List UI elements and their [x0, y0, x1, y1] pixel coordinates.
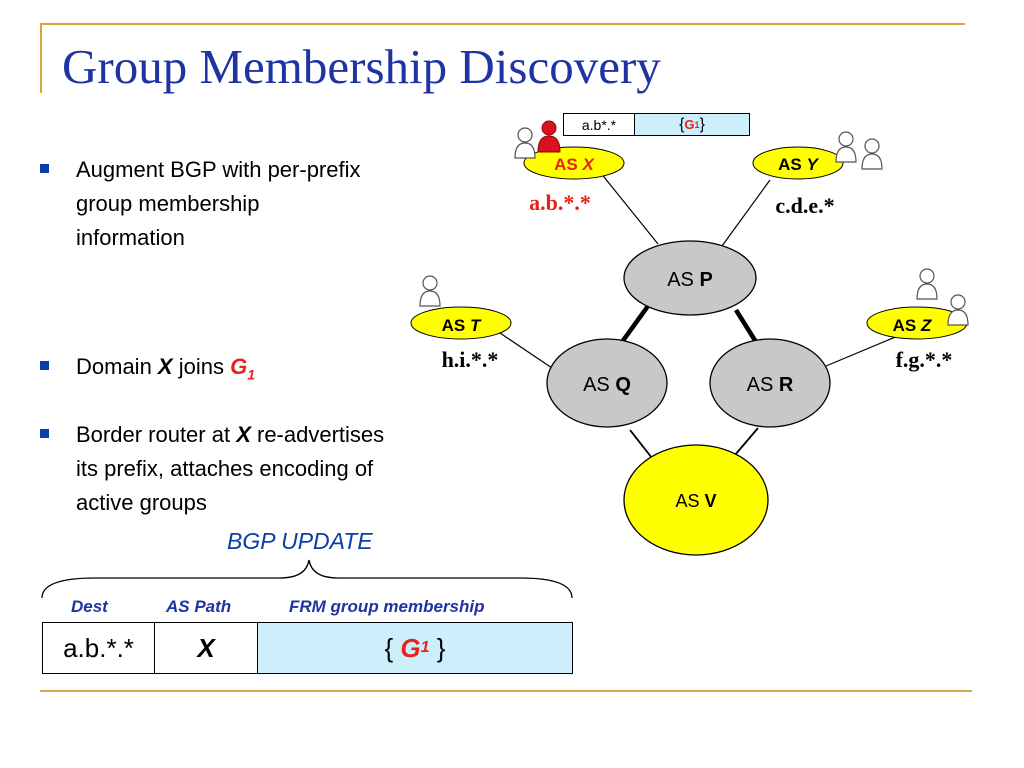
- node-as-prefix: AS: [747, 374, 774, 396]
- group-g-label: G: [230, 354, 248, 379]
- node-name: P: [699, 269, 712, 291]
- bullet-text: Domain: [76, 354, 158, 379]
- node-name: X: [582, 155, 596, 174]
- link-x-p: [599, 171, 659, 245]
- bullet-text: Border router at: [76, 422, 237, 447]
- user-icon: [947, 294, 969, 326]
- bullet-text: re-advertises: [257, 422, 385, 447]
- node-as-prefix: AS: [675, 491, 699, 511]
- svg-text:AS Z: AS Z: [893, 316, 932, 335]
- bullet-text: joins: [172, 354, 231, 379]
- link-q-v: [629, 429, 653, 459]
- node-as-x: AS X a.b.*.*: [523, 146, 625, 215]
- left-rule: [40, 23, 42, 93]
- user-icon: [916, 268, 938, 300]
- link-y-p: [721, 179, 771, 247]
- node-name: V: [705, 491, 717, 511]
- user-icon: [835, 131, 857, 163]
- col-header-dest: Dest: [71, 597, 108, 616]
- top-rule: [40, 23, 965, 25]
- prefix-label: c.d.e.*: [775, 193, 834, 218]
- svg-text:AS Y: AS Y: [778, 155, 819, 174]
- link-p-r: [734, 308, 758, 344]
- svg-text:AS Q: AS Q: [583, 374, 631, 396]
- group-g-label: G: [684, 117, 695, 132]
- svg-text:AS T: AS T: [442, 316, 482, 335]
- col-header-as-path: AS Path: [166, 597, 232, 616]
- bullet-square-icon: [40, 361, 49, 370]
- node-as-r: AS R: [709, 338, 831, 428]
- brace-icon: [41, 559, 573, 599]
- bullet-square-icon: [40, 429, 49, 438]
- bullet-domain-joins: Domain X joins G1: [40, 350, 256, 391]
- bullet-augment-bgp: Augment BGP with per-prefix group member…: [40, 153, 361, 255]
- node-as-prefix: AS: [667, 269, 694, 291]
- link-p-q: [620, 304, 650, 344]
- node-as-y: AS Y c.d.e.*: [752, 146, 844, 218]
- active-user-icon: [537, 120, 561, 153]
- brace-close: }: [699, 115, 705, 133]
- node-as-prefix: AS: [778, 155, 802, 174]
- svg-text:AS V: AS V: [675, 491, 716, 511]
- bullet-line: information: [76, 225, 185, 250]
- mini-dest-cell: a.b*.*: [564, 114, 635, 135]
- prefix-label: a.b.*.*: [529, 190, 591, 215]
- node-as-prefix: AS: [583, 374, 610, 396]
- group-g-subscript: 1: [247, 366, 256, 383]
- page-title: Group Membership Discovery: [62, 39, 661, 94]
- user-icon: [419, 275, 441, 307]
- node-as-prefix: AS: [554, 155, 578, 174]
- group-g-subscript: 1: [420, 639, 430, 656]
- cell-dest: a.b.*.*: [43, 623, 155, 673]
- bullet-border-router: Border router at X re-advertises its pre…: [40, 418, 385, 520]
- bullet-line: group membership: [76, 191, 260, 216]
- node-as-prefix: AS: [442, 316, 466, 335]
- domain-x-label: X: [236, 422, 251, 447]
- brace-open: {: [679, 115, 685, 133]
- node-as-q: AS Q: [546, 338, 668, 428]
- bgp-update-label: BGP UPDATE: [227, 528, 373, 554]
- node-name: R: [779, 374, 794, 396]
- domain-x-label: X: [157, 354, 173, 379]
- node-name: Y: [807, 155, 820, 174]
- bullet-line: its prefix, attaches encoding of: [76, 456, 374, 481]
- cell-as-path: X: [155, 623, 258, 673]
- node-as-p: AS P: [623, 240, 757, 316]
- link-z-r: [825, 332, 906, 367]
- bottom-rule: [40, 690, 972, 692]
- brace-close: }: [436, 632, 446, 663]
- user-icon: [514, 127, 536, 159]
- col-header-frm: FRM group membership: [289, 597, 485, 616]
- group-g-label: G: [400, 632, 421, 663]
- node-as-prefix: AS: [893, 316, 917, 335]
- node-as-v: AS V: [623, 444, 769, 556]
- node-name: Z: [920, 316, 932, 335]
- bullet-line: active groups: [76, 490, 207, 515]
- node-as-t: AS T h.i.*.*: [410, 306, 512, 372]
- brace-open: {: [384, 632, 394, 663]
- user-icon: [861, 138, 883, 170]
- bullet-line: Augment BGP with per-prefix: [76, 157, 361, 182]
- svg-text:AS P: AS P: [667, 269, 713, 291]
- svg-text:AS X: AS X: [554, 155, 595, 174]
- link-r-v: [734, 427, 759, 456]
- link-t-q: [499, 332, 553, 369]
- bullet-square-icon: [40, 164, 49, 173]
- prefix-label: h.i.*.*: [442, 347, 499, 372]
- prefix-label: f.g.*.*: [896, 347, 953, 372]
- node-name: Q: [615, 374, 631, 396]
- group-g-subscript: 1: [694, 119, 700, 130]
- node-name: T: [470, 316, 482, 335]
- svg-text:AS R: AS R: [747, 374, 794, 396]
